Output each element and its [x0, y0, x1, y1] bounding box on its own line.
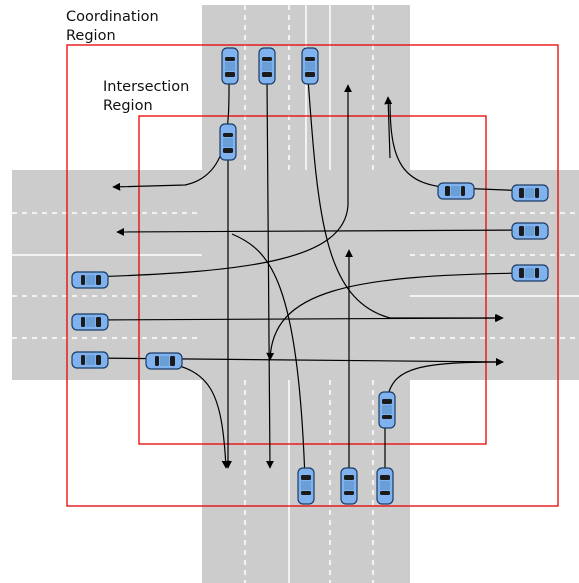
trajectory-arrow-icon	[88, 314, 503, 323]
coordination-region-label-line2: Region	[66, 28, 116, 44]
car-topdown-icon	[71, 313, 109, 331]
coordination-region-label: Coordination	[66, 9, 159, 25]
trajectory-arrow-icon	[265, 79, 274, 469]
trajectories	[88, 69, 531, 485]
car-topdown-icon	[378, 391, 396, 429]
car-topdown-icon	[340, 467, 358, 505]
car-topdown-icon	[145, 352, 183, 370]
intersection-region-border	[138, 115, 487, 445]
car-topdown-icon	[219, 123, 237, 161]
trajectory-arrow-icon	[231, 233, 309, 481]
trajectory-arrow-icon	[387, 358, 504, 396]
trajectory-arrow-icon	[88, 84, 352, 278]
lane-markings	[12, 5, 579, 583]
intersection-region-label-line2: Region	[103, 98, 153, 114]
car-topdown-icon	[511, 264, 549, 282]
trajectory-arrow-icon	[266, 272, 531, 361]
trajectory-arrow-icon	[116, 227, 531, 236]
trajectory-arrow-icon	[307, 77, 504, 322]
car-topdown-icon	[437, 182, 475, 200]
intersection-region-label: Intersection	[103, 79, 189, 95]
coordination-region-border	[66, 44, 559, 507]
car-topdown-icon	[297, 467, 315, 505]
car-topdown-icon	[511, 222, 549, 240]
trajectory-arrow-icon	[384, 96, 393, 159]
road-network	[12, 5, 579, 583]
car-topdown-icon	[511, 184, 549, 202]
car-topdown-icon	[258, 47, 276, 85]
car-topdown-icon	[301, 47, 319, 85]
car-topdown-icon	[71, 351, 109, 369]
car-topdown-icon	[376, 467, 394, 505]
car-topdown-icon	[221, 47, 239, 85]
car-topdown-icon	[71, 271, 109, 289]
